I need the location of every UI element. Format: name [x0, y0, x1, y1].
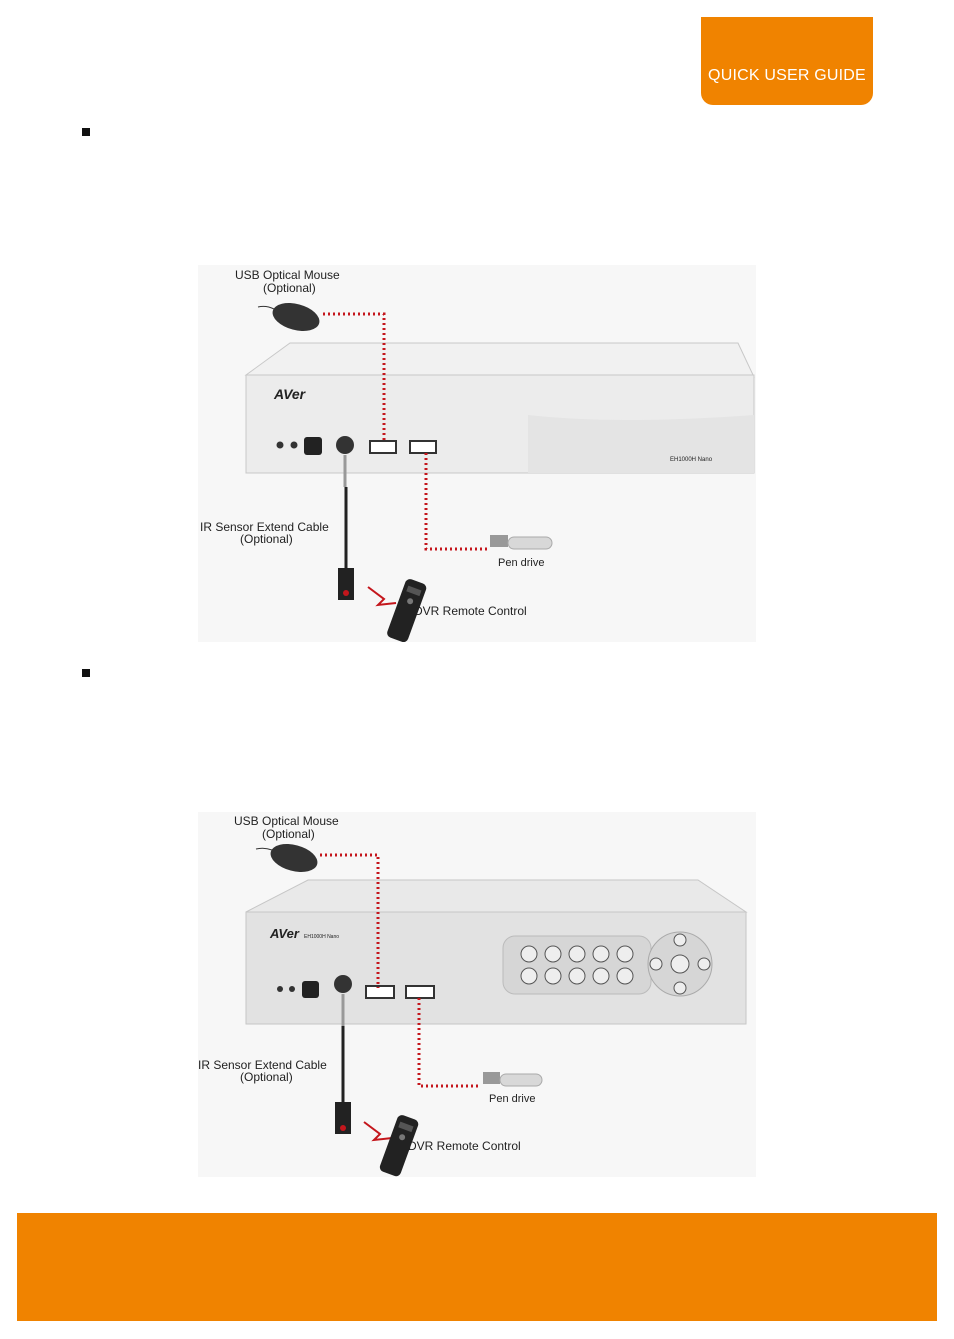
ir-cable-label-1: IR Sensor Extend Cable [200, 520, 329, 534]
mouse-label-2: USB Optical Mouse [234, 814, 339, 828]
ir-cable-label-2: IR Sensor Extend Cable [198, 1058, 327, 1072]
remote-control-1 [387, 579, 427, 642]
pen-drive-label-2: Pen drive [489, 1093, 535, 1105]
panel-buttons-row-2 [520, 967, 634, 985]
panel-buttons-row-1 [520, 945, 634, 963]
usb-mouse-1 [257, 302, 320, 332]
ir-optional-label-1: (Optional) [240, 532, 293, 546]
remote-label-2: DVR Remote Control [408, 1139, 521, 1153]
usb-mouse-2 [255, 843, 318, 873]
diagram-1-svg: AVer EH1000H Nano [200, 268, 755, 642]
guide-tab-label: QUICK USER GUIDE [708, 67, 866, 84]
connection-diagram-1: AVer EH1000H Nano [198, 265, 756, 642]
section-bullet-1 [82, 128, 90, 136]
connection-diagram-2: AVer EH1000H Nano [198, 812, 756, 1177]
mouse-optional-label-1: (Optional) [263, 281, 316, 295]
ir-optional-label-2: (Optional) [240, 1070, 293, 1084]
dvr-model-label-1: EH1000H Nano [670, 457, 713, 463]
pen-drive-2 [483, 1072, 543, 1087]
pen-drive-1 [490, 535, 553, 550]
dvr-model-label-2: EH1000H Nano [304, 934, 339, 940]
diagram-2-svg: AVer EH1000H Nano [198, 814, 748, 1177]
dvr-unit-2: AVer EH1000H Nano [245, 879, 748, 1025]
pen-drive-label-1: Pen drive [498, 557, 544, 569]
mouse-label-1: USB Optical Mouse [235, 268, 340, 282]
footer-bar [17, 1213, 937, 1321]
remote-control-2 [379, 1115, 419, 1177]
mouse-optional-label-2: (Optional) [262, 827, 315, 841]
ir-sensor-1 [338, 568, 354, 600]
dvr-brand-logo-2: AVer [269, 926, 300, 941]
section-bullet-2 [82, 669, 90, 677]
dvr-unit-1: AVer EH1000H Nano [244, 342, 755, 474]
quick-user-guide-tab: QUICK USER GUIDE [701, 17, 873, 105]
remote-label-1: DVR Remote Control [414, 604, 527, 618]
dvr-brand-logo-1: AVer [273, 386, 307, 402]
ir-sensor-2 [335, 1102, 351, 1134]
